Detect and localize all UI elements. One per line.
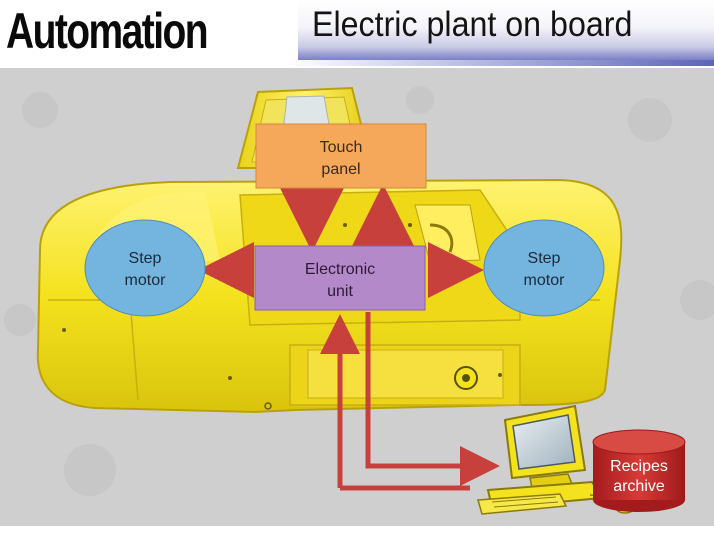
electronic-unit: Electronic unit [254,245,426,311]
step-motor-left-label-line2: motor [125,272,167,289]
slide-header: Automation Electric plant on board [0,0,714,66]
touch-panel: Touch panel [255,123,427,189]
recipes-archive: Recipes archive [592,429,686,512]
recipes-archive-label-line1: Recipes [610,458,668,475]
step-motor-left-label-line1: Step [129,250,162,267]
step-motor-right-label-line1: Step [528,250,561,267]
electronic-unit-label-line2: unit [327,283,353,300]
step-motor-left: Step motor [84,219,206,317]
slide-title: Automation [6,3,209,59]
touch-panel-label-line1: Touch [320,139,363,156]
subtitle-band [298,0,714,60]
electronic-unit-label-line1: Electronic [305,261,375,278]
header-divider [0,60,714,66]
step-motor-right-label-line2: motor [524,272,566,289]
recipes-archive-label-line2: archive [613,478,665,495]
step-motor-right: Step motor [483,219,605,317]
automation-diagram: Touch panel Electronic unit Step motor S… [0,68,714,536]
computer-icon [477,404,636,515]
diagram-area: Touch panel Electronic unit Step motor S… [0,66,714,536]
touch-panel-label-line2: panel [321,161,360,178]
arrow-unit-to-computer [365,312,500,486]
slide-subtitle: Electric plant on board [312,5,633,44]
